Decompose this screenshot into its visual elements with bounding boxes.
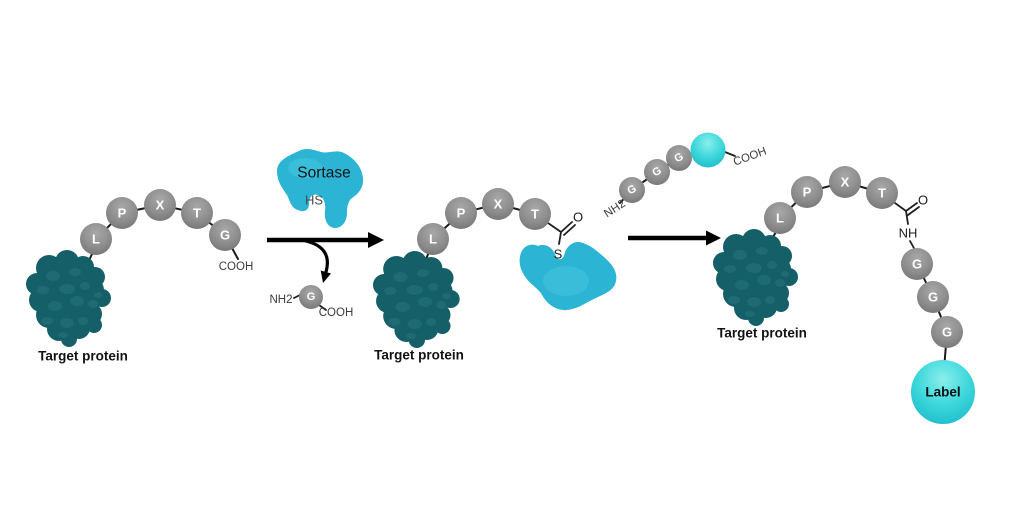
carbonyl-o-label: O bbox=[918, 193, 928, 208]
target-protein-blob bbox=[372, 251, 460, 348]
arrow-head-icon bbox=[706, 230, 721, 246]
peptide-chain-line bbox=[432, 202, 536, 240]
reaction-arrow-2 bbox=[628, 230, 721, 246]
glycine-circle bbox=[619, 177, 645, 203]
residue-circle bbox=[791, 176, 823, 208]
glycine-circle bbox=[644, 159, 670, 185]
sortase-blob-highlight bbox=[543, 266, 589, 296]
glycine-circle bbox=[901, 248, 933, 280]
nh2-label: NH2 bbox=[269, 294, 292, 306]
residue-circle bbox=[80, 223, 112, 255]
glycine-circle bbox=[666, 145, 692, 171]
residue-circle bbox=[209, 219, 241, 251]
sortase-blob bbox=[277, 149, 364, 229]
residue-circle bbox=[144, 189, 176, 221]
probe-group: G G G NH2 COOH bbox=[602, 132, 769, 221]
residue-letter: X bbox=[841, 175, 850, 190]
arrow-head-icon bbox=[368, 232, 384, 248]
target-protein-label: Target protein bbox=[374, 348, 464, 363]
residue-letter: G bbox=[928, 290, 938, 305]
target-protein-label: Target protein bbox=[717, 326, 807, 341]
c-o-double-bond bbox=[563, 224, 576, 236]
thiol-hs-label: HS bbox=[305, 193, 323, 208]
residue-circle bbox=[519, 198, 551, 230]
residue-circle bbox=[764, 202, 796, 234]
c-s-bond bbox=[558, 231, 562, 245]
substrate-group: L P X T G COOH Target protein bbox=[26, 189, 253, 364]
residue-letter: T bbox=[193, 206, 201, 221]
sortase-enzyme-group: Sortase HS bbox=[277, 149, 364, 229]
target-protein-blob bbox=[26, 250, 111, 347]
c-o-double-bond bbox=[907, 206, 920, 216]
sortase-name-label: Sortase bbox=[297, 165, 350, 182]
reaction-arrow-1 bbox=[267, 232, 384, 283]
chain-stub-to-cooh bbox=[231, 247, 239, 260]
target-protein-label: Target protein bbox=[38, 349, 128, 364]
nh2-label: NH2 bbox=[602, 198, 628, 221]
glycine-circle bbox=[931, 316, 963, 348]
product-group: L P X T G G G O NH Label Target protein bbox=[713, 166, 975, 424]
residue-letter: G bbox=[307, 291, 316, 303]
byproduct-group: G NH2 COOH bbox=[269, 285, 353, 319]
target-protein-blob bbox=[713, 229, 798, 326]
residue-letter: G bbox=[220, 228, 230, 243]
residue-letter: P bbox=[118, 206, 127, 221]
byproduct-curved-arrow bbox=[304, 239, 329, 274]
c-o-double-bond bbox=[560, 221, 573, 233]
peptide-chain-line bbox=[779, 180, 883, 219]
residue-letter: G bbox=[912, 257, 922, 272]
nh2-bond bbox=[293, 294, 301, 299]
t-to-carbonyl-bond bbox=[547, 222, 562, 233]
carbonyl-o-label: O bbox=[573, 210, 583, 225]
residue-letter: T bbox=[531, 207, 539, 222]
cooh-label: COOH bbox=[319, 307, 354, 319]
t-to-carbonyl-bond bbox=[894, 202, 907, 212]
sortase-blob-highlight bbox=[288, 158, 322, 178]
residue-circle bbox=[106, 197, 138, 229]
glycine-circle bbox=[299, 285, 323, 309]
amide-nh-label: NH bbox=[899, 226, 918, 241]
cooh-bond bbox=[318, 304, 327, 311]
residue-letter: X bbox=[156, 198, 165, 213]
residue-circle bbox=[445, 197, 477, 229]
residue-letter: L bbox=[92, 232, 100, 247]
residue-circle bbox=[417, 223, 449, 255]
glycine-chain-line bbox=[916, 263, 949, 383]
thioester-s-label: S bbox=[554, 247, 563, 262]
residue-circle bbox=[482, 188, 514, 220]
residue-letter: T bbox=[878, 186, 886, 201]
glycine-circle bbox=[917, 281, 949, 313]
arrow-head-icon bbox=[320, 270, 331, 283]
label-ball bbox=[911, 360, 975, 424]
c-n-bond bbox=[905, 210, 909, 225]
label-text: Label bbox=[925, 385, 960, 400]
residue-circle bbox=[829, 166, 861, 198]
intermediate-group: L P X T O S Target protein bbox=[372, 188, 617, 363]
residue-letter: G bbox=[942, 325, 952, 340]
label-ball bbox=[690, 132, 726, 168]
residue-letter: P bbox=[457, 206, 466, 221]
residue-circle bbox=[181, 197, 213, 229]
cooh-label: COOH bbox=[732, 145, 769, 168]
residue-circle bbox=[866, 177, 898, 209]
residue-letter: X bbox=[494, 197, 503, 212]
ball-to-cooh-bond bbox=[724, 151, 736, 157]
residue-letter: L bbox=[429, 232, 437, 247]
cooh-label: COOH bbox=[219, 261, 254, 273]
c-o-double-bond bbox=[905, 202, 918, 212]
residue-letter: P bbox=[803, 185, 812, 200]
residue-letter: L bbox=[776, 211, 784, 226]
